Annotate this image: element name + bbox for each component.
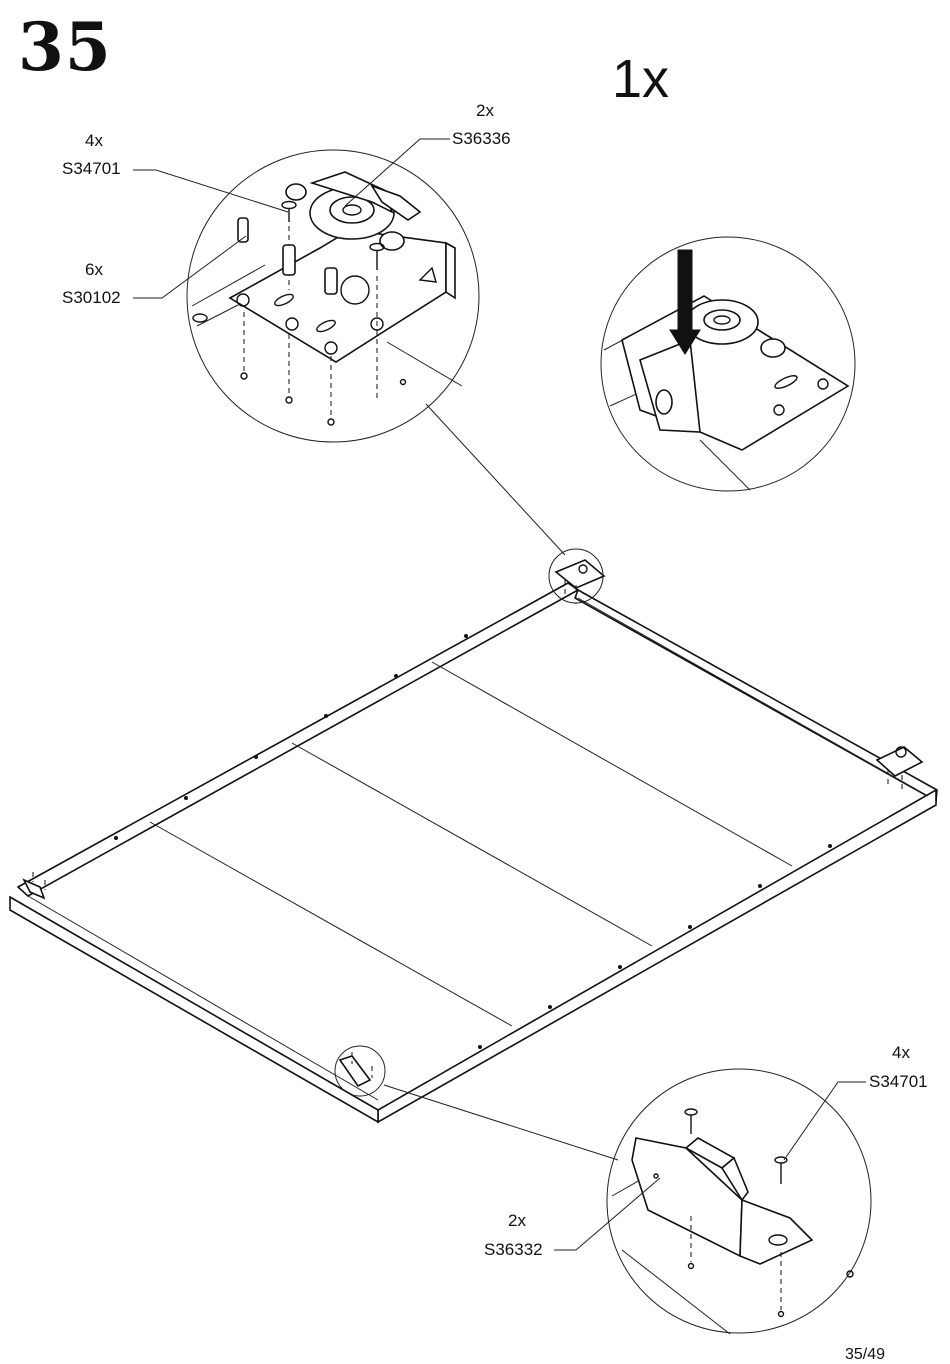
step-number: 35 [18,8,112,86]
callout-qty-s30102: 6x [85,260,103,279]
corner-hardware-left [22,872,46,900]
detail-bracket [606,1068,872,1335]
rail-holes [114,634,832,1049]
callout-code-s34701-bottom: S34701 [869,1072,928,1091]
callout-code-s36332: S36332 [484,1240,543,1259]
screw-icon [684,1108,698,1270]
dowel-icon [324,267,338,426]
bed-frame-panel [9,582,938,1124]
callout-code-s30102: S30102 [62,288,121,307]
press-arrow-icon [669,249,701,355]
page-number: 35/49 [845,1346,886,1363]
callout-code-s36336: S36336 [452,129,511,148]
screw-icon [774,1156,788,1318]
detail-hinge-plate [186,149,480,443]
corner-hardware-top [548,548,606,604]
corner-hardware-right [875,746,924,792]
dowel-icon [282,244,296,404]
step-quantity: 1x [612,49,670,109]
callout-qty-s36332: 2x [508,1211,526,1230]
callout-qty-s36336: 2x [476,101,494,120]
callout-qty-s34701-bottom: 4x [892,1043,910,1062]
corner-hardware-bottom [334,1045,386,1097]
detail-press-arrow [600,236,856,492]
callout-code-s34701-top: S34701 [62,159,121,178]
callout-qty-s34701-top: 4x [85,131,103,150]
screw-icon [369,242,385,400]
